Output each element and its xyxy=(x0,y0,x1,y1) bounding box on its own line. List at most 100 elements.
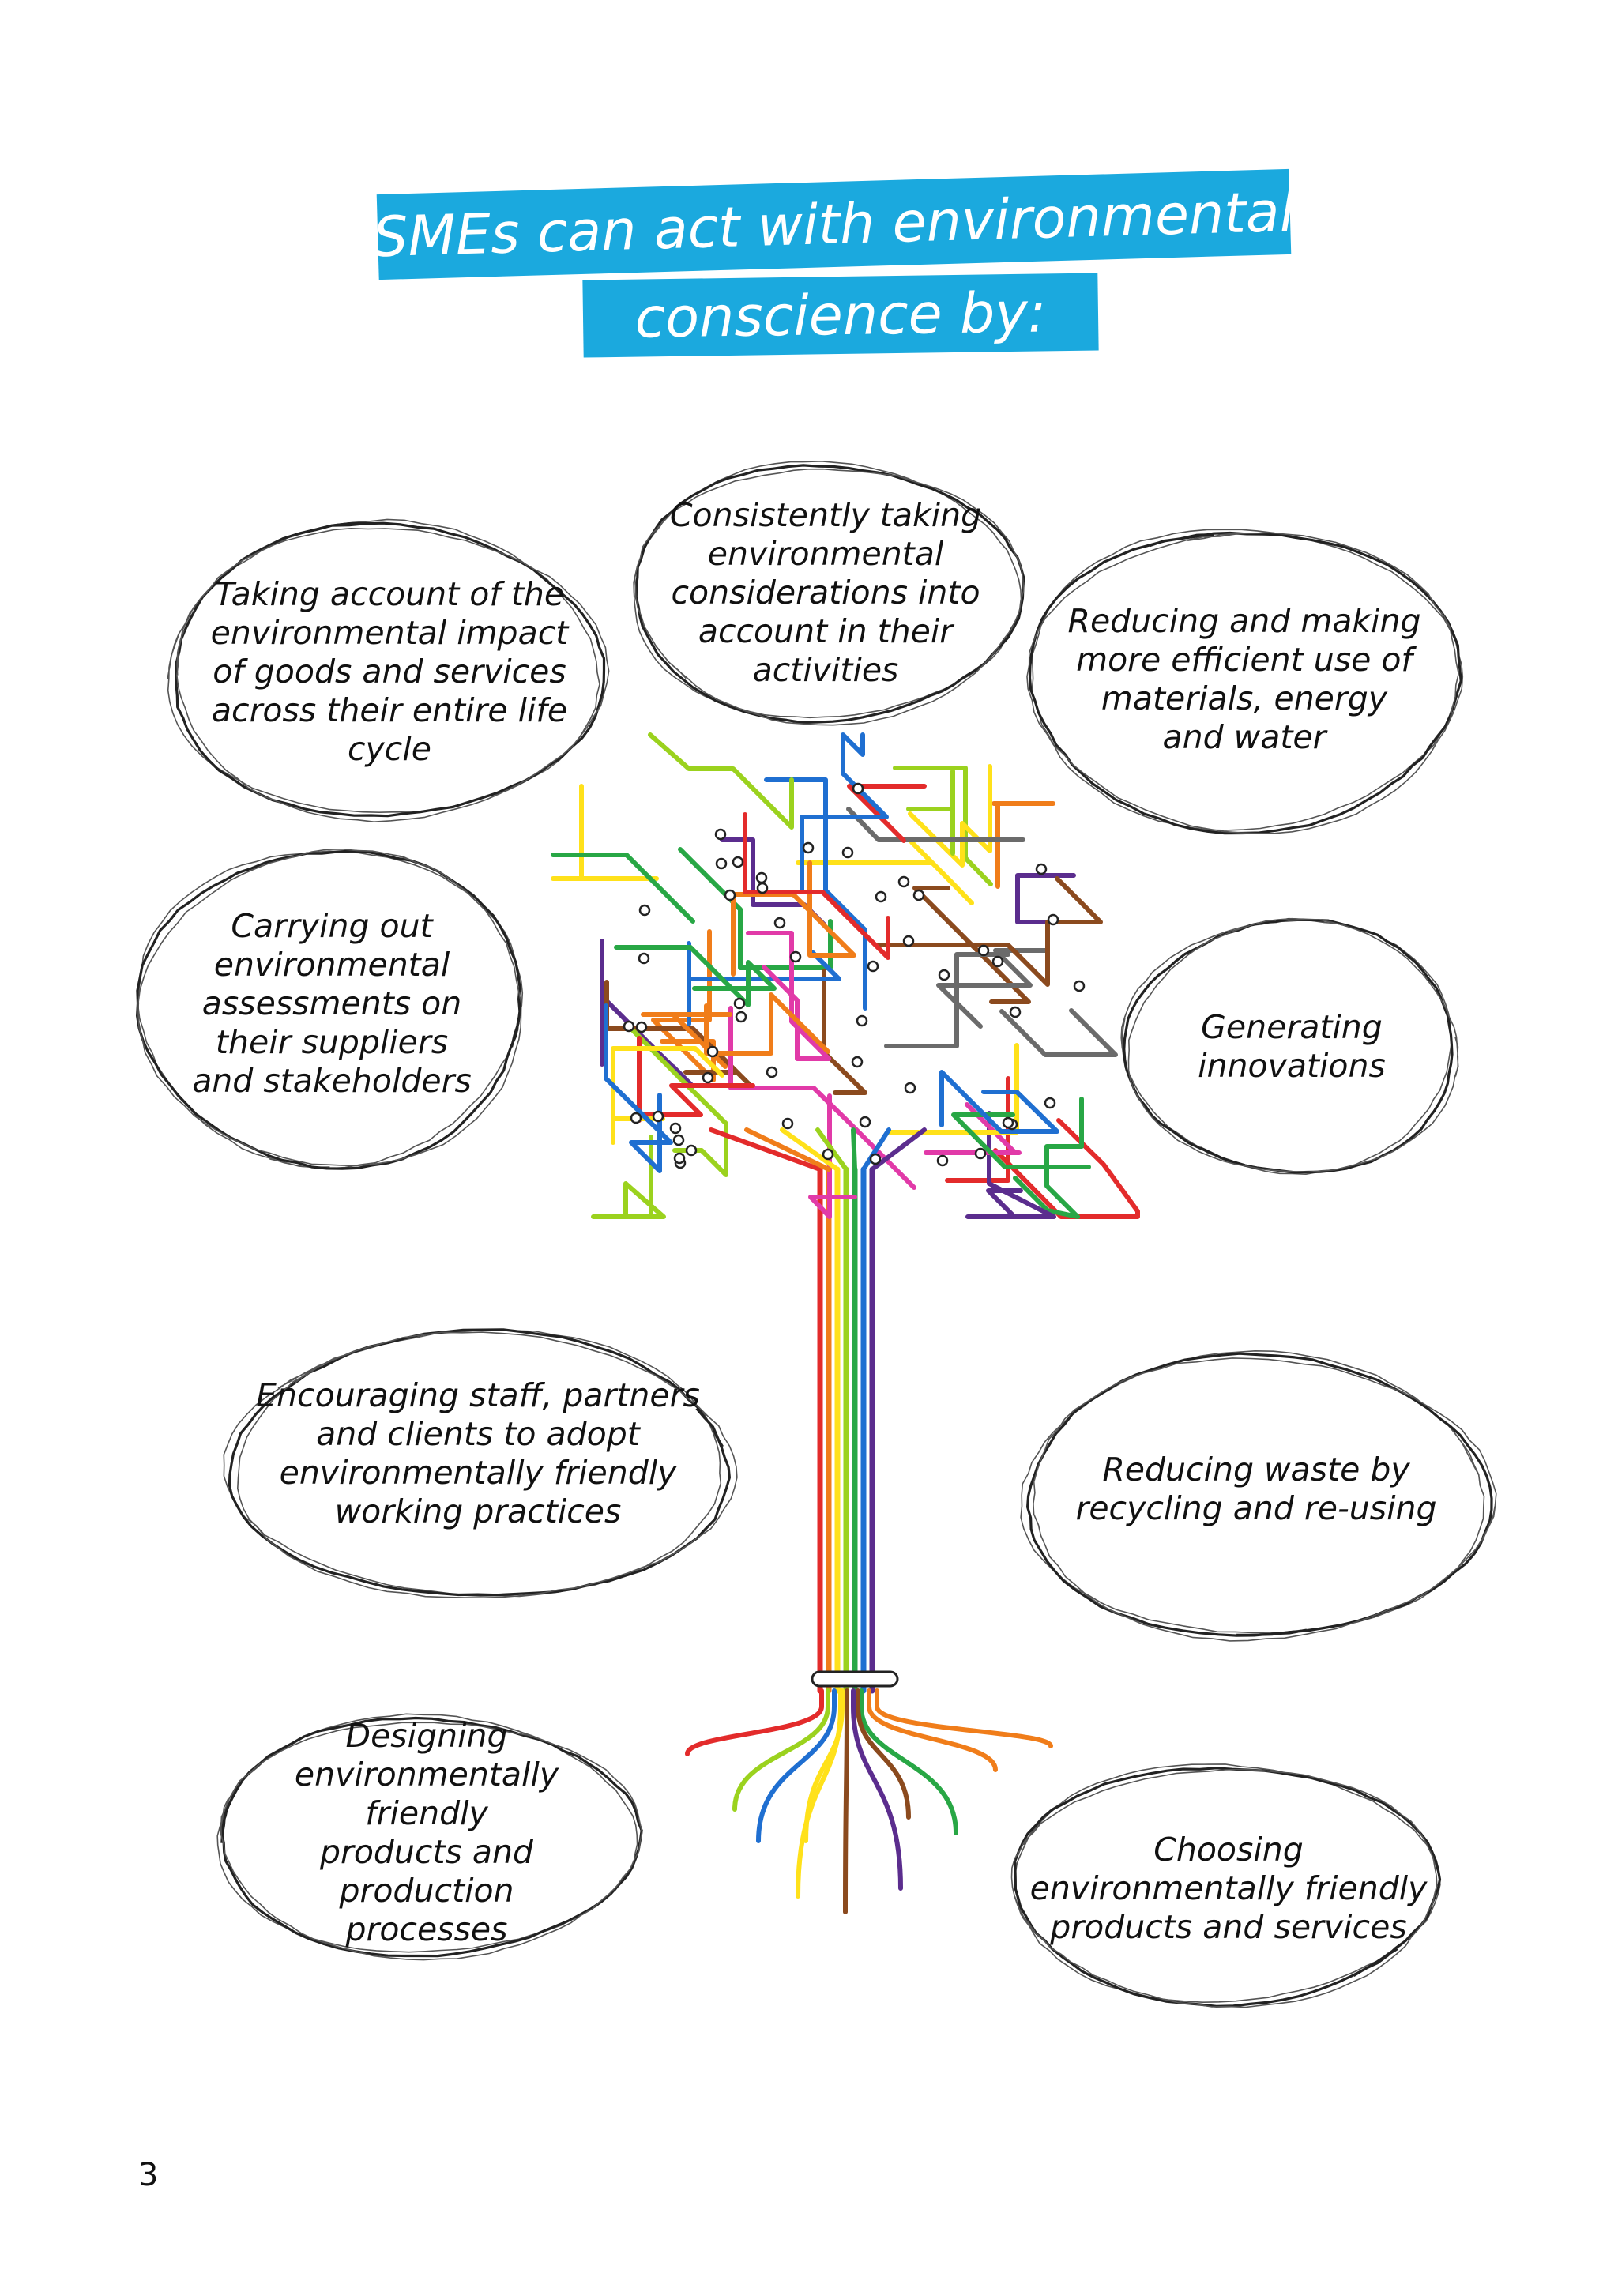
canopy-line xyxy=(648,732,794,830)
station-dot xyxy=(756,882,769,894)
canopy-line xyxy=(743,812,890,960)
bubble-supplier-assessments-stroke xyxy=(137,849,522,1167)
canopy-line xyxy=(993,1118,1140,1219)
bubble-life-cycle xyxy=(167,518,610,822)
canopy-line xyxy=(906,769,955,856)
station-dot xyxy=(904,1082,916,1094)
bubble-choose-products xyxy=(1010,1763,1442,2008)
station-dot xyxy=(912,889,925,901)
trunk-branch-line xyxy=(870,1127,927,1172)
station-dot xyxy=(635,1021,648,1033)
station-dot xyxy=(991,955,1004,968)
station-dot xyxy=(781,1117,794,1130)
canopy-line xyxy=(875,876,1103,987)
bubble-supplier-assessments-stroke xyxy=(137,850,524,1169)
root-line xyxy=(856,1688,911,1820)
canopy-line xyxy=(611,1046,724,1145)
bubble-efficient-use-stroke xyxy=(1028,531,1462,835)
station-dot xyxy=(733,997,746,1010)
canopy-line xyxy=(764,777,867,1011)
canopy-line xyxy=(808,1093,857,1219)
root-line xyxy=(732,1688,830,1812)
station-dot xyxy=(638,904,651,917)
action-supplier-assessments-text: Carrying out environmental assessments o… xyxy=(192,906,472,1100)
canopy-line xyxy=(908,764,992,868)
station-dot xyxy=(789,950,802,963)
bubble-innovations xyxy=(1120,917,1459,1175)
station-dot xyxy=(672,1134,685,1146)
bubble-environmental-considerations-stroke xyxy=(634,468,1025,726)
station-dot xyxy=(802,841,815,854)
action-waste-recycling-text: Reducing waste by recycling and re-using xyxy=(1075,1451,1437,1527)
trunk-branch-line xyxy=(815,1127,849,1172)
canopy-line xyxy=(678,847,833,970)
action-environmental-considerations-text: Consistently taking environmental consid… xyxy=(669,495,982,689)
station-dot xyxy=(841,846,854,859)
station-dot xyxy=(714,828,727,841)
bubble-staff-practices-stroke xyxy=(237,1331,738,1598)
trunk-branch-line xyxy=(851,1127,857,1172)
canopy-line xyxy=(1013,1097,1084,1219)
canopy-line xyxy=(822,969,867,1095)
canopy-line xyxy=(641,1012,732,1069)
bubble-environmental-considerations-stroke xyxy=(634,464,1025,725)
canopy-line xyxy=(746,931,831,1061)
root-line xyxy=(867,1688,998,1772)
bubble-life-cycle-stroke xyxy=(176,528,610,822)
station-dot xyxy=(1009,1006,1022,1018)
station-dot xyxy=(652,1110,664,1123)
action-design-products-text: Designing environmentally friendly produ… xyxy=(294,1717,559,1948)
station-dot xyxy=(623,1020,635,1033)
bubble-innovations-stroke xyxy=(1123,917,1454,1174)
station-dot xyxy=(974,1147,987,1160)
bubble-design-products xyxy=(216,1713,643,1961)
canopy-line xyxy=(800,732,889,894)
canopy-line xyxy=(796,840,974,905)
bubble-innovations-stroke xyxy=(1120,920,1453,1175)
station-dot xyxy=(936,1154,949,1167)
station-dot xyxy=(938,969,950,981)
canopy-line xyxy=(1015,873,1076,924)
bubble-waste-recycling-stroke xyxy=(1033,1357,1497,1642)
station-dot xyxy=(773,917,786,929)
canopy-line xyxy=(551,784,659,881)
station-dot xyxy=(977,944,990,957)
canopy-line xyxy=(591,1135,666,1219)
canopy-line xyxy=(924,1102,1022,1155)
bubble-staff-practices xyxy=(223,1328,738,1598)
station-dot xyxy=(735,1011,747,1023)
bubble-efficient-use xyxy=(1026,529,1464,835)
station-dot xyxy=(630,1112,642,1124)
action-staff-practices-text: Encouraging staff, partners and clients … xyxy=(256,1376,700,1530)
canopy-line xyxy=(893,766,993,886)
bubble-design-products-stroke xyxy=(220,1722,643,1961)
station-dot xyxy=(875,890,887,903)
bubble-environmental-considerations xyxy=(633,461,1025,726)
bubble-efficient-use-stroke xyxy=(1026,532,1459,834)
canopy-line xyxy=(999,1008,1118,1057)
canopy-line xyxy=(939,1070,1059,1134)
canopy-line xyxy=(704,992,830,1056)
bubble-supplier-assessments xyxy=(136,849,524,1170)
canopy-line xyxy=(604,1003,673,1173)
canopy-line xyxy=(847,784,927,843)
station-dot xyxy=(702,1071,714,1084)
bubble-choose-products-stroke xyxy=(1010,1768,1438,2008)
canopy-line xyxy=(991,801,1055,889)
station-dot xyxy=(851,1056,864,1068)
station-dot xyxy=(1002,1116,1014,1129)
station-dot xyxy=(706,1045,719,1058)
station-dot xyxy=(852,782,864,795)
station-dot xyxy=(1035,863,1048,875)
canopy-line xyxy=(951,1112,1091,1169)
bubble-waste-recycling xyxy=(1020,1350,1497,1642)
bubble-waste-recycling-stroke xyxy=(1026,1352,1493,1637)
station-dot xyxy=(732,856,744,868)
root-line xyxy=(843,1688,849,1914)
action-innovations-text: Generating innovations xyxy=(1198,1008,1386,1085)
station-dot xyxy=(869,1153,882,1165)
canopy-line xyxy=(687,941,841,1026)
bubble-design-products-stroke xyxy=(216,1713,638,1953)
station-dot xyxy=(724,889,736,901)
